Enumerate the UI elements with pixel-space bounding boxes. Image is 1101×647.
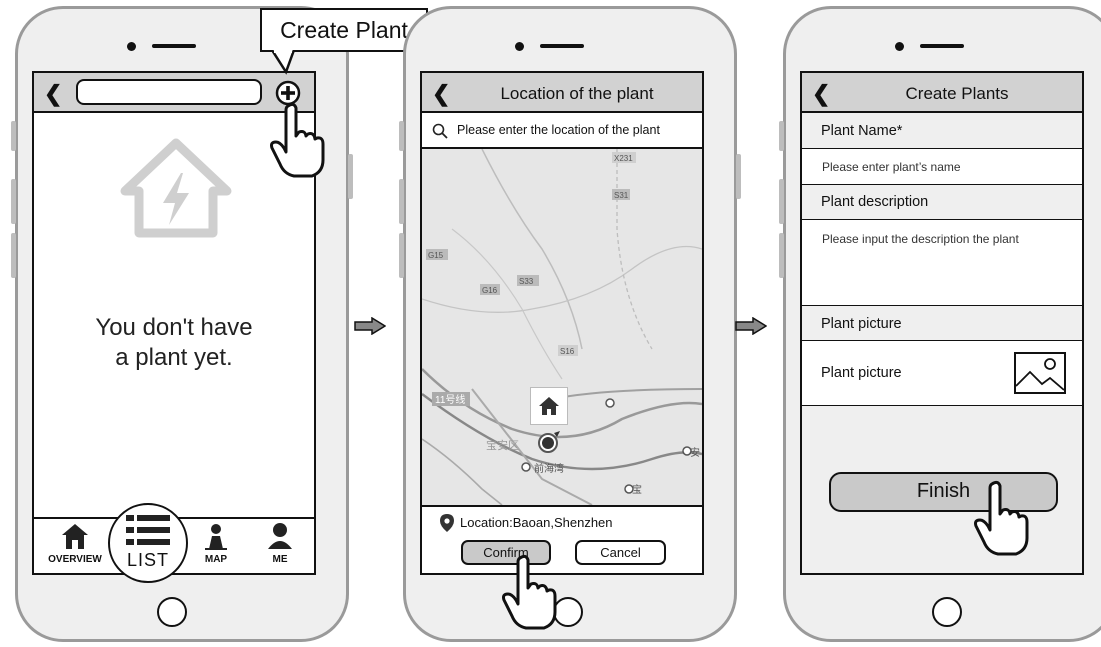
tab-me[interactable]: ME <box>260 521 300 565</box>
location-text: Location:Baoan,Shenzhen <box>460 515 613 530</box>
map-label: 宝安区 <box>486 438 519 452</box>
side-button <box>348 154 353 199</box>
back-chevron-icon[interactable]: ❮ <box>432 81 451 106</box>
home-button[interactable] <box>157 597 187 627</box>
search-icon <box>432 123 448 139</box>
map-label: G16 <box>482 286 498 295</box>
callout-pointer <box>272 50 296 75</box>
side-button <box>399 121 404 151</box>
hand-pointer-icon <box>502 554 557 630</box>
map-person-icon <box>205 524 227 550</box>
side-button <box>779 233 784 278</box>
side-button <box>779 121 784 151</box>
phone-frame-create: ❮ Create Plants Plant Name* Please enter… <box>779 6 1101 642</box>
search-placeholder: Please enter the location of the plant <box>457 123 660 137</box>
add-plant-icon[interactable] <box>275 80 301 106</box>
tab-map[interactable]: MAP <box>196 521 236 565</box>
flow-arrow-icon <box>354 317 386 335</box>
tab-label: MAP <box>204 554 228 565</box>
list-screen: ❮ You don't have a plant yet. OVERVIEW <box>32 71 316 575</box>
map-view[interactable]: X231 S31 G15 S33 G16 S16 11号线 宝安区 前海湾 安 … <box>422 149 702 505</box>
speaker <box>920 44 964 48</box>
side-button <box>399 179 404 224</box>
side-button <box>399 233 404 278</box>
finish-label: Finish <box>916 480 971 502</box>
tab-label: ME <box>272 554 288 565</box>
image-placeholder-icon[interactable] <box>1014 352 1066 394</box>
plant-picture-field[interactable]: Plant picture <box>802 341 1082 406</box>
top-bar: ❮ <box>34 73 314 113</box>
page-title: Location of the plant <box>500 84 654 103</box>
side-button <box>736 154 741 199</box>
empty-message-line: You don't have <box>95 314 253 341</box>
back-chevron-icon[interactable]: ❮ <box>812 81 831 106</box>
phone-frame-location: ❮ Location of the plant Please enter the… <box>399 6 741 642</box>
current-location-pin-icon <box>538 431 560 453</box>
empty-message-line: a plant yet. <box>115 344 233 371</box>
map-label: 宝 <box>632 483 642 496</box>
map-label: 安 <box>690 446 700 459</box>
confirm-button[interactable]: Confirm <box>461 540 551 565</box>
section-header: Plant description <box>802 185 1082 220</box>
location-search-field[interactable]: Please enter the location of the plant <box>422 113 702 149</box>
side-button <box>11 179 16 224</box>
hand-pointer-icon <box>270 102 325 178</box>
location-footer: Location:Baoan,Shenzhen Confirm Cancel <box>422 505 702 573</box>
home-marker-icon <box>530 387 568 425</box>
front-camera <box>895 42 904 51</box>
map-label: S16 <box>560 347 575 356</box>
create-plant-callout: Create Plant <box>260 8 428 52</box>
map-label: S31 <box>614 191 629 200</box>
map-label: 11号线 <box>435 393 465 406</box>
map-label: S33 <box>519 277 534 286</box>
search-input[interactable] <box>76 79 262 105</box>
plant-name-label: Plant Name* <box>821 123 903 139</box>
empty-message: You don't have a plant yet. <box>34 313 314 373</box>
plant-picture-section-label: Plant picture <box>821 316 902 332</box>
tab-list[interactable]: LIST <box>108 503 188 583</box>
location-pin-icon <box>440 514 454 532</box>
tab-label: OVERVIEW <box>48 554 102 565</box>
plant-description-label: Plant description <box>821 194 929 210</box>
plant-name-input[interactable]: Please enter plant’s name <box>802 149 1082 185</box>
user-icon <box>268 523 292 549</box>
cancel-label: Cancel <box>600 545 641 560</box>
front-camera <box>515 42 524 51</box>
back-chevron-icon[interactable]: ❮ <box>44 81 63 106</box>
top-bar: ❮ Location of the plant <box>422 73 702 113</box>
side-button <box>779 179 784 224</box>
plant-picture-label: Plant picture <box>821 365 902 381</box>
map-label: X231 <box>614 154 633 163</box>
confirm-label: Confirm <box>483 545 529 560</box>
speaker <box>540 44 584 48</box>
list-icon <box>126 515 170 545</box>
hand-pointer-icon <box>974 480 1029 556</box>
section-header: Plant Name* <box>802 113 1082 149</box>
map-label: G15 <box>428 251 444 260</box>
flow-arrow-icon <box>735 317 767 335</box>
side-button <box>11 121 16 151</box>
finish-button[interactable]: Finish <box>829 472 1058 512</box>
map-roads: X231 S31 G15 S33 G16 S16 11号线 宝安区 前海湾 安 … <box>422 149 702 505</box>
empty-house-icon <box>120 138 232 238</box>
tab-overview[interactable]: OVERVIEW <box>40 521 110 565</box>
house-icon <box>62 524 88 549</box>
tab-label: LIST <box>126 550 169 570</box>
plant-description-textarea[interactable]: Please input the description the plant <box>802 220 1082 306</box>
section-header: Plant picture <box>802 306 1082 341</box>
speaker <box>152 44 196 48</box>
page-title: Create Plants <box>905 84 1009 103</box>
plant-description-placeholder: Please input the description the plant <box>822 232 1019 246</box>
map-label: 前海湾 <box>534 462 564 475</box>
cancel-button[interactable]: Cancel <box>575 540 666 565</box>
top-bar: ❮ Create Plants <box>802 73 1082 113</box>
side-button <box>11 233 16 278</box>
location-screen: ❮ Location of the plant Please enter the… <box>420 71 704 575</box>
plant-name-placeholder: Please enter plant’s name <box>822 160 961 174</box>
callout-label: Create Plant <box>280 17 408 43</box>
home-button[interactable] <box>932 597 962 627</box>
front-camera <box>127 42 136 51</box>
